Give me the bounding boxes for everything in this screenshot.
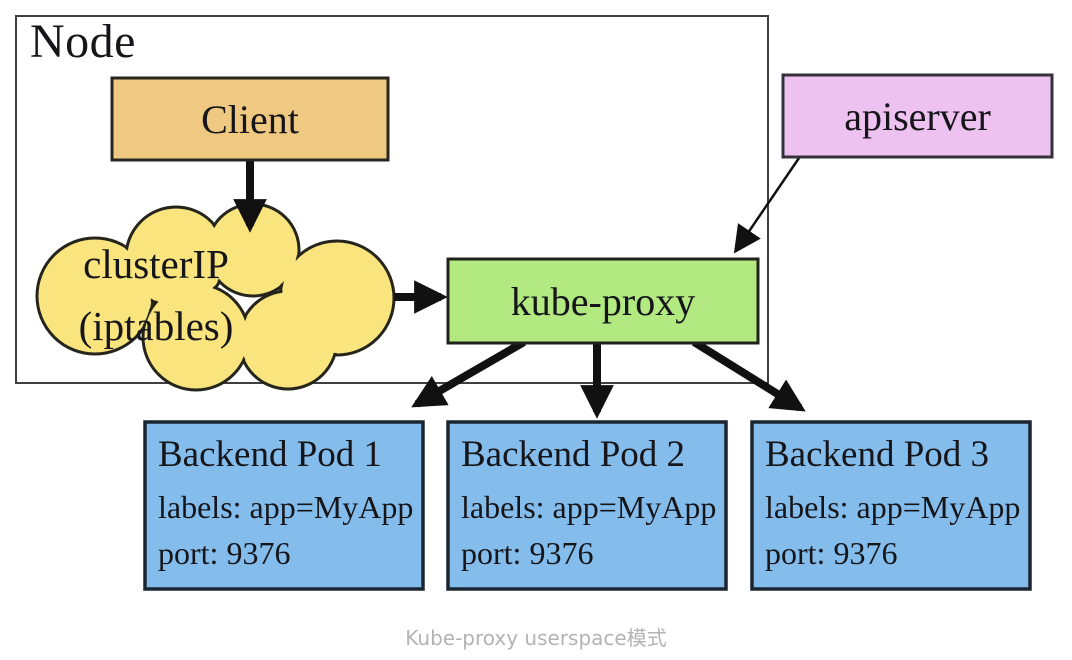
arrow-kubeproxy-to-pod1	[411, 338, 527, 408]
kube-proxy-box	[446, 257, 760, 345]
cloud-lobe	[241, 293, 335, 387]
pod-port-line: port: 9376	[158, 535, 291, 572]
clusterip-label-line1: clusterIP	[83, 241, 229, 287]
node-label: Node	[30, 15, 136, 68]
pod-labels-line: labels: app=MyApp	[765, 489, 1021, 526]
backend-pod-1: Backend Pod 1 labels: app=MyApp port: 93…	[145, 422, 423, 589]
pod-title: Backend Pod 1	[158, 434, 383, 475]
backend-pod-2-box	[446, 420, 728, 591]
backend-pod-3-box	[750, 420, 1032, 591]
clusterip-label: clusterIP (iptables)	[60, 233, 252, 357]
backend-pod-1-box	[143, 420, 425, 591]
cloud-fill	[39, 206, 392, 388]
arrow-kubeproxy-to-pod3	[691, 338, 806, 412]
client-label: Client	[201, 96, 299, 142]
cloud-lobe	[128, 209, 224, 305]
arrow-apiserver-to-kubeproxy	[733, 157, 801, 254]
cluster-ip-cloud	[35, 202, 396, 392]
backend-pod-3: Backend Pod 3 labels: app=MyApp port: 93…	[752, 422, 1030, 589]
cloud-lobe	[39, 240, 151, 352]
client-box	[110, 76, 390, 162]
cloud-lobe	[145, 286, 247, 388]
diagram-caption: Kube-proxy userspace模式	[405, 626, 667, 650]
pod-labels-line: labels: app=MyApp	[461, 489, 717, 526]
apiserver-box	[781, 73, 1054, 159]
clusterip-label-line2: (iptables)	[78, 303, 234, 349]
pod-port-line: port: 9376	[461, 535, 594, 572]
pod-title: Backend Pod 2	[461, 434, 686, 475]
kube-proxy-label: kube-proxy	[510, 278, 696, 324]
pod-port-line: port: 9376	[765, 535, 898, 572]
pod-labels-line: labels: app=MyApp	[158, 489, 414, 526]
backend-pod-2: Backend Pod 2 labels: app=MyApp port: 93…	[448, 422, 726, 589]
pod-title: Backend Pod 3	[765, 434, 990, 475]
apiserver-label: apiserver	[844, 93, 991, 139]
cloud-lobe	[209, 206, 297, 294]
